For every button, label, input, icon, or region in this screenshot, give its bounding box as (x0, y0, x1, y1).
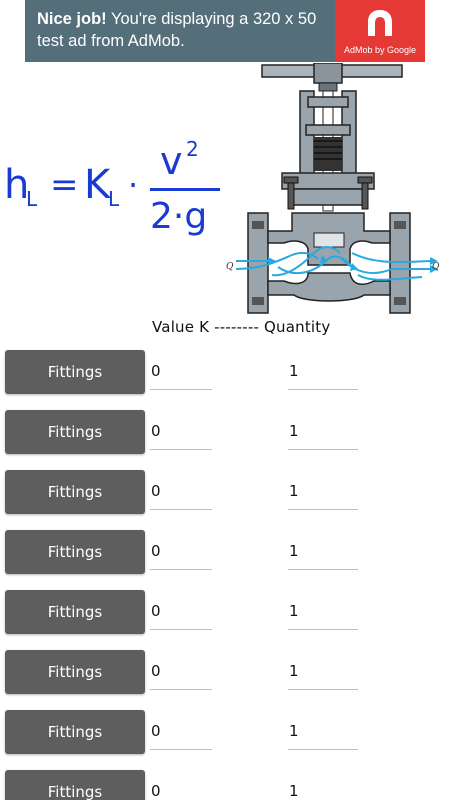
fittings-button[interactable]: Fittings (5, 710, 145, 754)
value-k-input[interactable]: 0 (150, 418, 212, 450)
value-k-input[interactable]: 0 (150, 598, 212, 630)
ad-text-body: You're displaying a 320 x 50 test ad fro… (37, 10, 317, 50)
formula-dot: · (128, 166, 138, 204)
fittings-button[interactable]: Fittings (5, 410, 145, 454)
value-k-input[interactable]: 0 (150, 538, 212, 570)
ad-text-bold: Nice job! (37, 10, 107, 28)
column-header: Value K -------- Quantity (152, 318, 331, 336)
ad-brand-label: AdMob by Google (343, 45, 417, 55)
formula-denominator: 2·g (150, 196, 207, 237)
fittings-button[interactable]: Fittings (5, 470, 145, 514)
ad-text: Nice job! You're displaying a 320 x 50 t… (37, 8, 337, 52)
globe-valve-diagram: Q Q (226, 63, 440, 314)
quantity-input[interactable]: 1 (288, 718, 358, 750)
formula-lhs-sub: L (26, 187, 38, 211)
quantity-input[interactable]: 1 (288, 418, 358, 450)
flow-label-out: Q (432, 262, 440, 272)
value-k-input[interactable]: 0 (150, 658, 212, 690)
flow-label-in: Q (226, 262, 234, 272)
valve-handwheel (261, 63, 403, 92)
value-k-input[interactable]: 0 (150, 478, 212, 510)
quantity-input[interactable]: 1 (288, 538, 358, 570)
formula-coefficient-sub: L (108, 187, 120, 211)
formula-equals: = (50, 165, 79, 205)
fittings-button[interactable]: Fittings (5, 650, 145, 694)
quantity-input[interactable]: 1 (288, 778, 358, 800)
formula-lhs: h (4, 162, 29, 208)
head-loss-formula: h L = K L · v 2 2·g (4, 137, 220, 237)
value-k-input[interactable]: 0 (150, 718, 212, 750)
admob-logo[interactable]: AdMob by Google (335, 0, 425, 62)
formula-numerator-exp: 2 (186, 137, 199, 161)
quantity-input[interactable]: 1 (288, 658, 358, 690)
fittings-button[interactable]: Fittings (5, 530, 145, 574)
ad-banner-body[interactable]: Nice job! You're displaying a 320 x 50 t… (25, 0, 425, 62)
quantity-input[interactable]: 1 (288, 478, 358, 510)
flow-arrows (235, 246, 431, 281)
quantity-input[interactable]: 1 (288, 358, 358, 390)
ad-banner[interactable]: Nice job! You're displaying a 320 x 50 t… (0, 0, 450, 62)
fittings-button[interactable]: Fittings (5, 350, 145, 394)
fittings-button[interactable]: Fittings (5, 770, 145, 800)
value-k-input[interactable]: 0 (150, 778, 212, 800)
formula-numerator: v (160, 139, 183, 183)
quantity-input[interactable]: 1 (288, 598, 358, 630)
fittings-button[interactable]: Fittings (5, 590, 145, 634)
value-k-input[interactable]: 0 (150, 358, 212, 390)
formula-fraction-bar (150, 188, 220, 191)
admob-icon (368, 10, 392, 36)
formula-coefficient: K (84, 162, 112, 208)
